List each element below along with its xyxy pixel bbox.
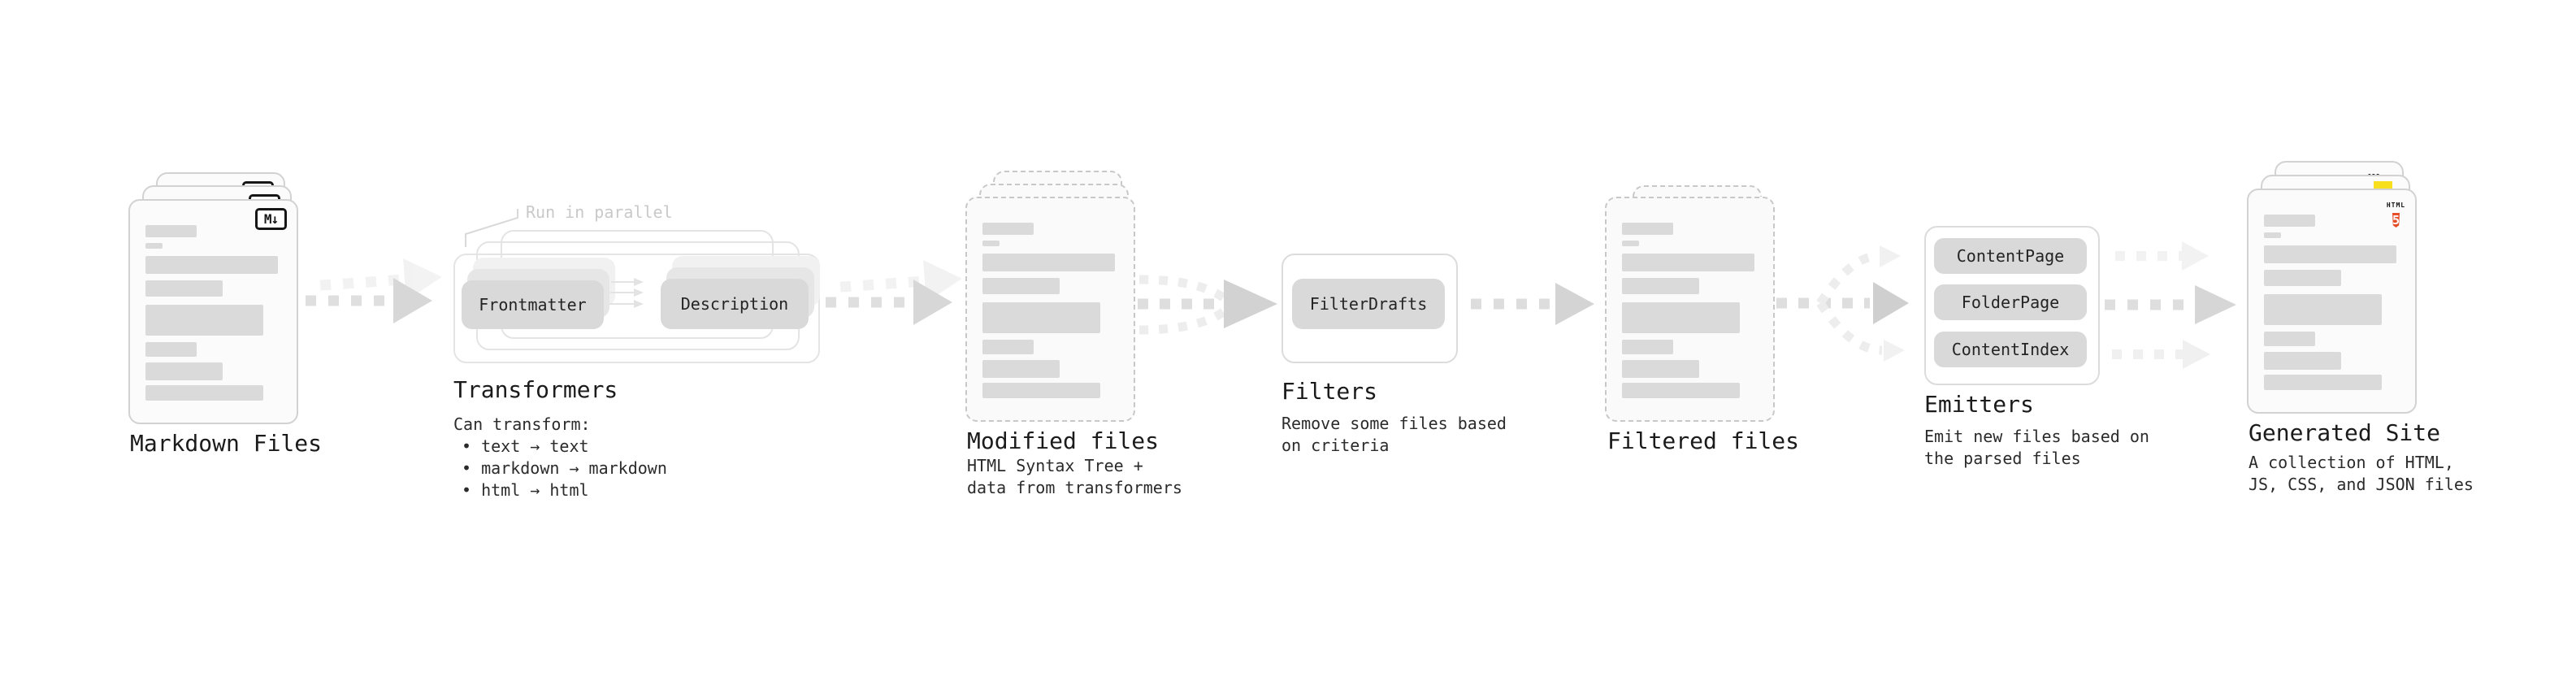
transformers-note: Can transform: • text → text • markdown …: [453, 414, 667, 501]
markdown-icon: M↓: [255, 208, 287, 230]
filters-note: Remove some files based on criteria: [1281, 413, 1507, 457]
filtered-doc-front: [1605, 197, 1775, 422]
arrow-filters-to-filtered: [1471, 283, 1594, 325]
stage-label-modified-files: Modified files: [967, 427, 1160, 454]
doc-text-bar: [2264, 232, 2281, 238]
note-line: Emit new files based on: [1924, 427, 2149, 446]
arrow-contentpage-to-site: [2115, 241, 2209, 271]
note-line: data from transformers: [967, 478, 1182, 497]
note-line: A collection of HTML,: [2249, 453, 2454, 472]
doc-text-bar: [145, 342, 197, 357]
doc-text-bar: [2264, 245, 2396, 263]
arrow-modified-to-filters: [1138, 275, 1277, 335]
doc-text-bar: [145, 243, 163, 249]
arrow-folderpage-to-site: [2105, 285, 2236, 324]
doc-text-bar: [1622, 360, 1699, 378]
doc-text-bar: [2264, 215, 2315, 227]
arrow-filtered-to-emitters: [1776, 245, 1909, 362]
emitters-note: Emit new files based on the parsed files: [1924, 426, 2149, 470]
doc-text-bar: [145, 225, 197, 237]
doc-text-bar: [1622, 302, 1740, 333]
note-line: the parsed files: [1924, 449, 2081, 468]
doc-text-bar: [982, 254, 1115, 271]
note-line: HTML Syntax Tree +: [967, 456, 1143, 475]
emitters-panel: [1924, 226, 2100, 385]
note-bullet: • text → text: [462, 436, 589, 456]
doc-text-bar: [982, 223, 1034, 235]
doc-text-bar: [145, 256, 278, 274]
doc-text-bar: [1622, 340, 1673, 354]
filters-panel: [1281, 254, 1458, 363]
doc-text-bar: [2264, 352, 2341, 370]
transformer-box-description: Description: [661, 279, 809, 329]
stage-label-markdown-files: Markdown Files: [130, 430, 323, 457]
stage-label-filtered-files: Filtered files: [1607, 427, 1800, 454]
arrow-transformers-to-modified: [826, 259, 962, 325]
doc-text-bar: [145, 305, 263, 336]
doc-text-bar: [982, 383, 1100, 398]
doc-text-bar: [1622, 383, 1740, 398]
doc-text-bar: [982, 241, 1000, 246]
doc-text-bar: [982, 278, 1060, 294]
frontmatter-to-description-arrows: [609, 278, 644, 308]
note-bullet: • html → html: [462, 480, 589, 500]
doc-text-bar: [2264, 294, 2382, 325]
arrow-contentindex-to-site: [2112, 340, 2210, 369]
doc-text-bar: [982, 360, 1060, 378]
note-bullet: • markdown → markdown: [462, 458, 667, 478]
doc-text-bar: [1622, 223, 1673, 235]
emitter-box-contentindex: ContentIndex: [1934, 332, 2087, 367]
stage-label-filters: Filters: [1281, 378, 1378, 405]
javascript-icon: [2374, 181, 2392, 189]
doc-text-bar: [145, 385, 263, 401]
site-doc-html: HTML 5: [2247, 189, 2417, 414]
doc-text-bar: [2264, 332, 2315, 346]
html5-icon: HTML 5: [2385, 195, 2407, 230]
doc-text-bar: [1622, 254, 1754, 271]
doc-text-bar: [982, 340, 1034, 354]
generated-site-note: A collection of HTML, JS, CSS, and JSON …: [2249, 452, 2474, 496]
doc-text-bar: [1622, 278, 1699, 294]
transformers-panel-front: [453, 254, 820, 363]
modified-files-note: HTML Syntax Tree + data from transformer…: [967, 455, 1182, 499]
note-line: Remove some files based: [1281, 414, 1507, 433]
stage-label-emitters: Emitters: [1924, 391, 2034, 418]
markdown-doc-front: M↓: [128, 199, 298, 424]
html5-icon-shield: 5: [2392, 213, 2400, 228]
doc-text-bar: [2264, 375, 2382, 390]
html5-icon-label: HTML: [2386, 202, 2406, 209]
doc-text-bar: [145, 280, 223, 297]
note-line: Can transform:: [453, 414, 591, 434]
note-line: on criteria: [1281, 436, 1390, 455]
emitter-box-contentpage: ContentPage: [1934, 238, 2087, 274]
arrow-markdown-to-transformers: [306, 258, 442, 323]
stage-label-generated-site: Generated Site: [2249, 419, 2441, 446]
transformer-box-frontmatter: Frontmatter: [462, 280, 604, 329]
run-in-parallel-note: Run in parallel: [526, 202, 673, 222]
emitter-box-folderpage: FolderPage: [1934, 284, 2087, 320]
filter-box-filterdrafts: FilterDrafts: [1292, 279, 1445, 329]
modified-doc-front: [965, 197, 1135, 422]
note-line: JS, CSS, and JSON files: [2249, 475, 2474, 494]
parallel-callout-line: [465, 209, 518, 247]
doc-text-bar: [1622, 241, 1639, 246]
doc-text-bar: [2264, 270, 2341, 286]
doc-text-bar: [982, 302, 1100, 333]
doc-text-bar: [145, 362, 223, 380]
stage-label-transformers: Transformers: [453, 376, 618, 403]
